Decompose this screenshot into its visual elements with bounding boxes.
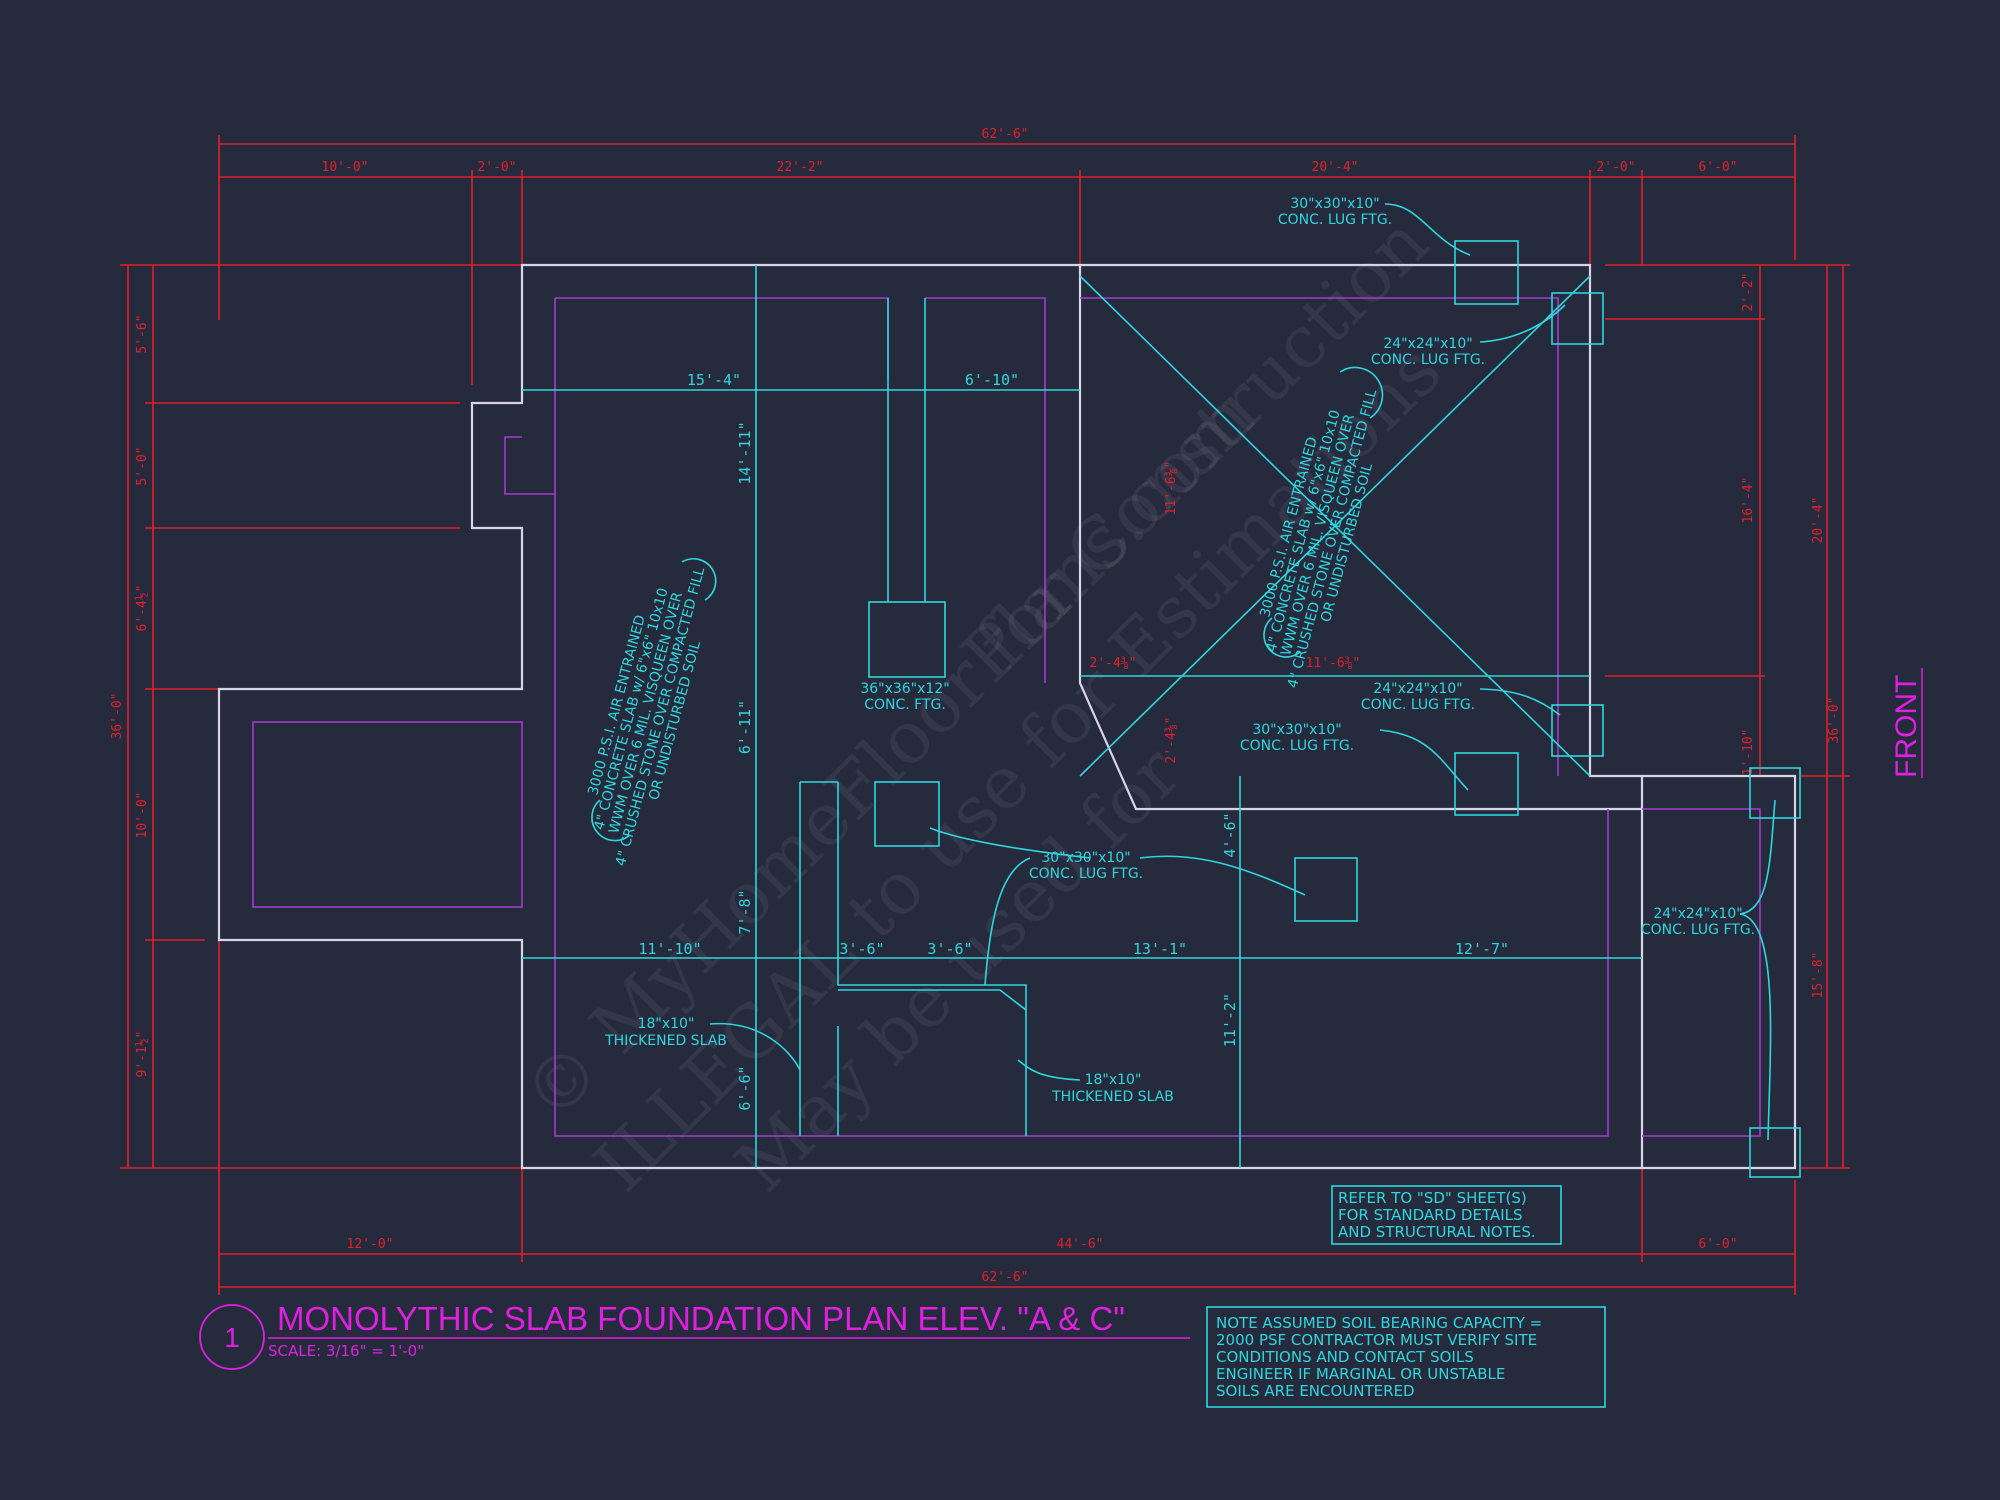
svg-text:2'-0": 2'-0"	[1596, 160, 1635, 175]
svg-text:2'-2": 2'-2"	[1741, 272, 1756, 311]
svg-text:11'-6⅜": 11'-6⅜"	[1164, 461, 1179, 516]
svg-text:CONC. FTG.: CONC. FTG.	[864, 697, 946, 713]
soil-note-box: NOTE ASSUMED SOIL BEARING CAPACITY = 200…	[1206, 1306, 1606, 1408]
svg-text:30"x30"x10": 30"x30"x10"	[1290, 196, 1379, 212]
title-number-circle	[199, 1304, 265, 1370]
svg-text:13'-1": 13'-1"	[1133, 940, 1187, 958]
footing-labels: 30"x30"x10"CONC. LUG FTG. 24"x24"x10"CON…	[604, 196, 1755, 1105]
svg-text:20'-4": 20'-4"	[1811, 497, 1826, 544]
svg-text:CONC. LUG FTG.: CONC. LUG FTG.	[1278, 212, 1392, 228]
svg-text:FOR STANDARD DETAILS: FOR STANDARD DETAILS	[1338, 1206, 1523, 1224]
svg-text:3'-6": 3'-6"	[927, 940, 972, 958]
svg-text:6'-4½": 6'-4½"	[135, 585, 150, 632]
svg-text:CONDITIONS AND CONTACT SOILS: CONDITIONS AND CONTACT SOILS	[1216, 1348, 1474, 1366]
svg-text:36"x36"x12": 36"x36"x12"	[860, 681, 949, 697]
svg-text:SOILS ARE ENCOUNTERED: SOILS ARE ENCOUNTERED	[1216, 1382, 1415, 1400]
svg-text:2000 PSF CONTRACTOR MUST VERIF: 2000 PSF CONTRACTOR MUST VERIFY SITE	[1216, 1331, 1537, 1349]
svg-text:10'-0": 10'-0"	[135, 792, 150, 839]
bottom-dimensions: 12'-0" 44'-6" 6'-0" 62'-6"	[218, 940, 1796, 1295]
svg-text:15'-4": 15'-4"	[687, 371, 741, 389]
svg-text:6'-11": 6'-11"	[736, 700, 754, 754]
svg-text:6'-10": 6'-10"	[965, 371, 1019, 389]
svg-text:62'-6": 62'-6"	[982, 1270, 1029, 1285]
svg-text:CONC. LUG FTG.: CONC. LUG FTG.	[1240, 738, 1354, 754]
svg-text:15'-8": 15'-8"	[1811, 952, 1826, 999]
drawing-title: 1 MONOLYTHIC SLAB FOUNDATION PLAN ELEV. …	[199, 1300, 1190, 1370]
svg-text:4'-6": 4'-6"	[1221, 812, 1239, 857]
svg-text:30"x30"x10": 30"x30"x10"	[1041, 850, 1130, 866]
svg-text:24"x24"x10": 24"x24"x10"	[1653, 906, 1742, 922]
svg-text:36'-0": 36'-0"	[1827, 697, 1842, 744]
svg-text:22'-2": 22'-2"	[777, 160, 824, 175]
svg-text:11'-6⅜": 11'-6⅜"	[1306, 656, 1361, 671]
svg-text:6'-0": 6'-0"	[1698, 1237, 1737, 1252]
svg-text:THICKENED SLAB: THICKENED SLAB	[604, 1033, 727, 1049]
svg-text:1'-10": 1'-10"	[1741, 729, 1756, 776]
svg-text:1: 1	[224, 1322, 240, 1353]
svg-text:5'-6": 5'-6"	[135, 314, 150, 353]
svg-text:CONC. LUG FTG.: CONC. LUG FTG.	[1029, 866, 1143, 882]
svg-text:36'-0": 36'-0"	[110, 693, 125, 740]
svg-text:62'-6": 62'-6"	[982, 127, 1029, 142]
right-dimensions: 2'-2" 16'-4" 1'-10" 20'-4" 36'-0" 15'-8"	[1605, 264, 1850, 1169]
svg-text:24"x24"x10": 24"x24"x10"	[1373, 681, 1462, 697]
svg-text:12'-7": 12'-7"	[1455, 940, 1509, 958]
scale-label: SCALE: 3/16" = 1'-0"	[268, 1342, 424, 1360]
refer-note-box: REFER TO "SD" SHEET(S) FOR STANDARD DETA…	[1331, 1185, 1562, 1245]
top-dimensions: 62'-6" 10'-0" 2'-0" 22'-2" 20'-4" 2'-0" …	[218, 127, 1796, 385]
left-dimensions: 5'-6" 5'-0" 6'-4½" 10'-0" 9'-1½" 36'-0"	[110, 264, 522, 1169]
svg-text:11'-10": 11'-10"	[638, 940, 701, 958]
svg-text:3'-6": 3'-6"	[839, 940, 884, 958]
svg-text:6'-0": 6'-0"	[1698, 160, 1737, 175]
svg-text:11'-2": 11'-2"	[1221, 993, 1239, 1047]
svg-text:5'-0": 5'-0"	[135, 446, 150, 485]
title-text: MONOLYTHIC SLAB FOUNDATION PLAN ELEV. "A…	[277, 1300, 1125, 1337]
svg-text:18"x10": 18"x10"	[1085, 1072, 1142, 1088]
svg-text:24"x24"x10": 24"x24"x10"	[1383, 336, 1472, 352]
svg-text:REFER TO "SD" SHEET(S): REFER TO "SD" SHEET(S)	[1338, 1189, 1527, 1207]
svg-text:12'-0": 12'-0"	[347, 1237, 394, 1252]
foundation-outline	[217, 263, 1797, 1170]
interior-dimensions: 15'-4" 6'-10" 14'-11" 6'-11" 7'-8" 6'-6"…	[638, 371, 1509, 1111]
svg-text:14'-11": 14'-11"	[736, 421, 754, 484]
svg-text:ENGINEER IF MARGINAL OR UNSTAB: ENGINEER IF MARGINAL OR UNSTABLE	[1216, 1365, 1505, 1383]
svg-text:2'-4⅜": 2'-4⅜"	[1164, 717, 1179, 764]
svg-text:9'-1½": 9'-1½"	[135, 1031, 150, 1078]
svg-text:10'-0": 10'-0"	[322, 160, 369, 175]
svg-text:20'-4": 20'-4"	[1312, 160, 1359, 175]
svg-text:2'-0": 2'-0"	[477, 160, 516, 175]
front-label: FRONT	[1890, 675, 1923, 778]
slab-edges	[252, 297, 1761, 1137]
svg-text:CONC. LUG FTG.: CONC. LUG FTG.	[1361, 697, 1475, 713]
svg-text:CONC. LUG FTG.: CONC. LUG FTG.	[1371, 352, 1485, 368]
svg-text:16'-4": 16'-4"	[1741, 477, 1756, 524]
svg-text:30"x30"x10": 30"x30"x10"	[1252, 722, 1341, 738]
svg-text:CONC. LUG FTG.: CONC. LUG FTG.	[1641, 922, 1755, 938]
svg-text:AND STRUCTURAL NOTES.: AND STRUCTURAL NOTES.	[1338, 1223, 1536, 1241]
svg-text:6'-6": 6'-6"	[736, 1065, 754, 1110]
svg-text:44'-6": 44'-6"	[1057, 1237, 1104, 1252]
svg-text:THICKENED SLAB: THICKENED SLAB	[1051, 1089, 1174, 1105]
svg-text:2'-4⅜": 2'-4⅜"	[1090, 656, 1137, 671]
svg-text:18"x10": 18"x10"	[638, 1016, 695, 1032]
interior-grade-beams	[522, 203, 1801, 1178]
svg-text:7'-8": 7'-8"	[736, 889, 754, 934]
svg-text:NOTE ASSUMED SOIL BEARING CAPA: NOTE ASSUMED SOIL BEARING CAPACITY =	[1216, 1314, 1542, 1332]
